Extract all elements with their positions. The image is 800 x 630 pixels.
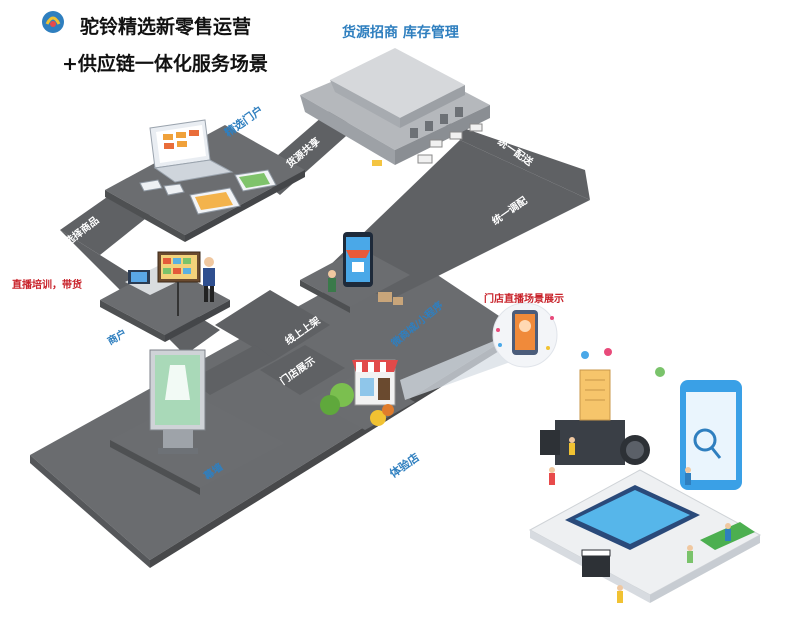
page-subtitle: 货源招商 库存管理	[342, 25, 459, 41]
road-listing	[215, 290, 330, 360]
presenter-person-icon	[203, 257, 215, 302]
experience-store-floor	[30, 250, 520, 560]
live-stream-badge	[492, 302, 558, 368]
road-store	[260, 345, 345, 395]
label-live-training: 直播培训，带货	[12, 280, 82, 291]
road-east	[325, 140, 590, 300]
label-experience-store: 体验店	[387, 450, 422, 480]
label-merchant: 商户	[105, 326, 129, 347]
storefront-icon	[352, 359, 398, 406]
online-store-platform	[300, 232, 410, 313]
logo-icon	[40, 8, 66, 36]
page-title-line2: +供应链一体化服务场景	[62, 53, 268, 75]
digital-signage-icon	[149, 349, 206, 454]
camera-icon	[540, 369, 650, 465]
laptop-icon	[149, 119, 234, 183]
warehouse-icon	[300, 48, 490, 166]
label-portal: 精选门户	[222, 103, 266, 140]
road-network	[30, 110, 590, 568]
label-store-live: 门店直播场景展示	[484, 294, 564, 305]
store-display-platform	[310, 359, 415, 430]
screen-wall-platform	[110, 349, 285, 495]
tall-phone-icon	[680, 380, 742, 490]
portal-platform	[105, 119, 305, 242]
media-platform	[528, 348, 762, 603]
tablet-icon	[139, 169, 277, 215]
merchant-platform	[100, 251, 230, 342]
road-select	[60, 195, 150, 255]
smartphone-icon	[343, 232, 373, 287]
page-title-line1: 驼铃精选新零售运营	[80, 16, 252, 38]
road-delivery	[440, 120, 590, 200]
clapperboard-icon	[582, 555, 610, 577]
